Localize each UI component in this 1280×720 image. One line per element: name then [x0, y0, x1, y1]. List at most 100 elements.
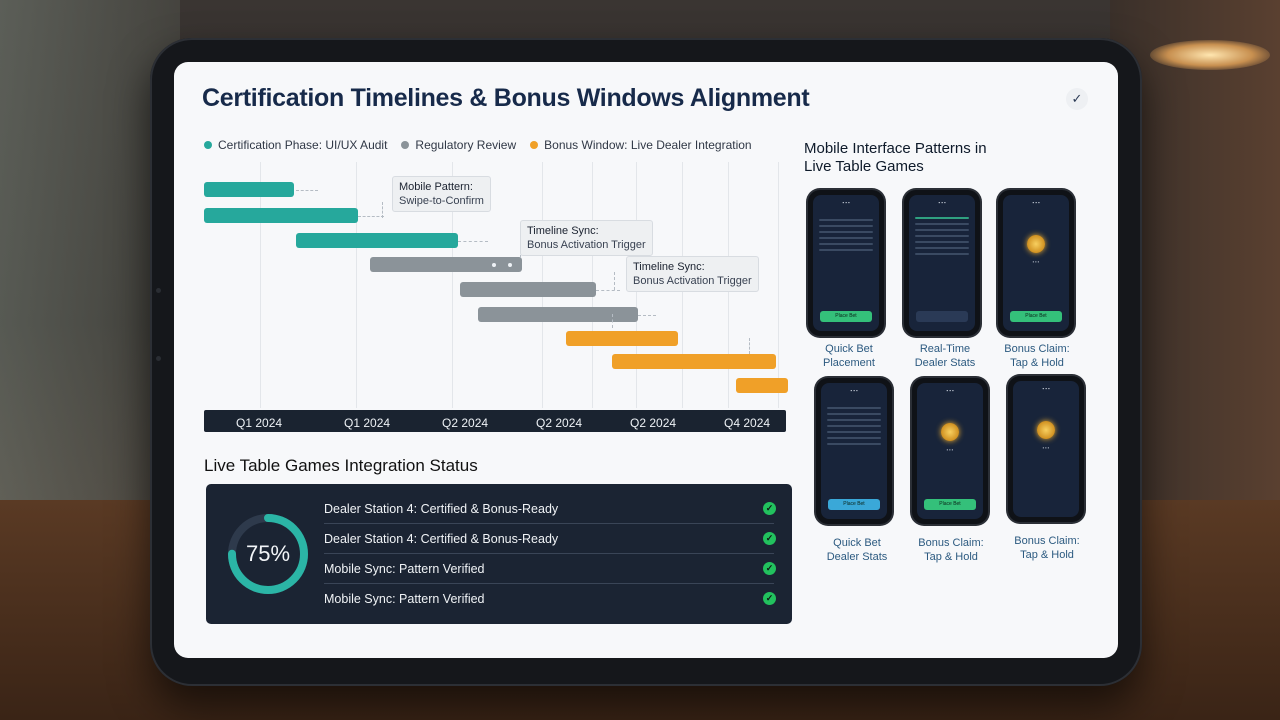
phone-caption: Bonus Claim: Tap & Hold: [992, 342, 1082, 370]
phone-list-line: [915, 253, 969, 255]
phone-place-bet-button[interactable]: Place Bet: [828, 499, 880, 510]
phone-list-line: [915, 223, 969, 225]
phone-caption: Bonus Claim: Tap & Hold: [1002, 534, 1092, 562]
phone-mockup-bonus-claim[interactable]: ▪ ▪ ▪ ▪ ▪ ▪ Place Bet: [998, 190, 1074, 336]
progress-ring-fill: [228, 514, 308, 594]
progress-percent: 75%: [245, 541, 291, 566]
connector-line: [614, 272, 615, 290]
gantt-chart: Mobile Pattern: Swipe-to-Confirm Timelin…: [204, 162, 788, 432]
status-row[interactable]: Mobile Sync: Pattern Verified ✓: [324, 554, 776, 584]
status-row[interactable]: Mobile Sync: Pattern Verified ✓: [324, 584, 776, 614]
phone-caption-line: Bonus Claim:: [1004, 343, 1070, 355]
phone-place-bet-button[interactable]: Place Bet: [820, 311, 872, 322]
phone-mockup-bonus-claim-3[interactable]: ▪ ▪ ▪ ▪ ▪ ▪: [1008, 376, 1084, 522]
phone-caption-line: Placement: [823, 357, 875, 369]
gantt-legend: Certification Phase: UI/UX Audit Regulat…: [204, 138, 752, 152]
connector-line: [458, 241, 488, 242]
status-row-label: Dealer Station 4: Certified & Bonus-Read…: [324, 532, 559, 546]
gantt-bar-regulatory-1[interactable]: [370, 257, 522, 272]
progress-ring: [228, 514, 308, 594]
gantt-bar-bonus-3[interactable]: [736, 378, 788, 393]
callout-subtitle: Bonus Activation Trigger: [633, 275, 752, 287]
status-row-label: Mobile Sync: Pattern Verified: [324, 592, 485, 606]
connector-line: [612, 314, 613, 328]
phone-screen: ▪ ▪ ▪ ▪ ▪ ▪ Place Bet: [917, 383, 983, 519]
legend-item-certification: Certification Phase: UI/UX Audit: [204, 138, 387, 152]
connector-line: [358, 216, 384, 217]
phone-list-line: [827, 413, 881, 415]
gantt-bar-bonus-1[interactable]: [566, 331, 678, 346]
phone-header: ▪ ▪ ▪: [1032, 200, 1040, 205]
phone-list-line: [819, 225, 873, 227]
legend-label: Bonus Window: Live Dealer Integration: [544, 138, 752, 152]
phone-list-line: [915, 217, 969, 219]
phone-mockup-quick-bet[interactable]: ▪ ▪ ▪ Place Bet: [808, 190, 884, 336]
phone-mockup-dealer-stats[interactable]: ▪ ▪ ▪: [904, 190, 980, 336]
status-row[interactable]: Dealer Station 4: Certified & Bonus-Read…: [324, 494, 776, 524]
bar-marker: [508, 263, 512, 267]
phone-list-line: [915, 229, 969, 231]
axis-tick-label: Q2 2024: [536, 416, 583, 430]
phone-coin-caption: ▪ ▪ ▪: [1032, 259, 1040, 264]
phone-tab-bar[interactable]: [916, 311, 968, 322]
phone-header: ▪ ▪ ▪: [946, 388, 954, 393]
grid-line: [778, 162, 779, 408]
bonus-coin-icon: [941, 423, 959, 441]
phone-list-line: [915, 235, 969, 237]
legend-dot-grey: [401, 141, 410, 149]
axis-tick-label: Q2 2024: [442, 416, 489, 430]
grid-line: [452, 162, 453, 408]
phone-place-bet-button[interactable]: Place Bet: [1010, 311, 1062, 322]
dashboard-screen: Certification Timelines & Bonus Windows …: [174, 62, 1118, 658]
gantt-bar-certification-3[interactable]: [296, 233, 458, 248]
phone-caption-line: Bonus Claim:: [1014, 535, 1080, 547]
callout-subtitle: Bonus Activation Trigger: [527, 239, 646, 251]
check-icon[interactable]: ✓: [1066, 88, 1088, 110]
phone-caption: Bonus Claim: Tap & Hold: [906, 536, 996, 564]
callout-title: Timeline Sync:: [527, 225, 599, 237]
status-card: 75% Dealer Station 4: Certified & Bonus-…: [206, 484, 792, 624]
phone-caption-line: Real-Time: [919, 343, 971, 355]
connector-line: [596, 290, 620, 291]
phone-list-line: [827, 419, 881, 421]
phone-caption: Quick Bet Placement: [804, 342, 894, 370]
bonus-coin-icon: [1037, 421, 1055, 439]
axis-tick-label: Q4 2024: [724, 416, 771, 430]
gantt-bar-certification-1[interactable]: [204, 182, 294, 197]
gantt-bar-certification-2[interactable]: [204, 208, 358, 223]
callout-title: Mobile Pattern:: [399, 181, 473, 193]
phone-list-line: [915, 241, 969, 243]
legend-label: Certification Phase: UI/UX Audit: [218, 138, 388, 152]
phone-caption-line: Tap & Hold: [1010, 357, 1064, 369]
tablet-button: [156, 288, 161, 293]
phone-caption-line: Quick Bet: [825, 343, 873, 355]
connector-line: [296, 190, 318, 191]
legend-item-bonus: Bonus Window: Live Dealer Integration: [530, 138, 752, 152]
phone-list-line: [827, 437, 881, 439]
callout-timeline-sync-1: Timeline Sync: Bonus Activation Trigger: [520, 220, 653, 256]
phone-header: ▪ ▪ ▪: [1042, 386, 1050, 391]
legend-dot-teal: [204, 141, 212, 149]
phone-place-bet-button[interactable]: Place Bet: [924, 499, 976, 510]
phone-list-line: [827, 407, 881, 409]
tablet-camera: [156, 356, 161, 361]
gantt-bar-regulatory-2[interactable]: [460, 282, 596, 297]
gantt-time-axis: Q1 2024 Q1 2024 Q2 2024 Q2 2024 Q2 2024 …: [204, 410, 786, 432]
phone-list-line: [819, 249, 873, 251]
status-row-label: Dealer Station 4: Certified & Bonus-Read…: [324, 502, 559, 516]
gantt-bar-regulatory-3[interactable]: [478, 307, 638, 322]
phone-caption-line: Bonus Claim:: [918, 537, 984, 549]
phone-mockup-bonus-claim-2[interactable]: ▪ ▪ ▪ ▪ ▪ ▪ Place Bet: [912, 378, 988, 524]
phone-mockup-quick-bet-2[interactable]: ▪ ▪ ▪ Place Bet: [816, 378, 892, 524]
connector-line: [638, 315, 656, 316]
check-circle-icon: ✓: [763, 502, 776, 515]
phone-caption-line: Dealer Stats: [914, 357, 976, 369]
phone-header: ▪ ▪ ▪: [938, 200, 946, 205]
phone-screen: ▪ ▪ ▪: [909, 195, 975, 331]
phone-caption: Real-Time Dealer Stats: [900, 342, 990, 370]
callout-subtitle: Swipe-to-Confirm: [399, 195, 484, 207]
gantt-bar-bonus-2[interactable]: [612, 354, 776, 369]
status-row[interactable]: Dealer Station 4: Certified & Bonus-Read…: [324, 524, 776, 554]
grid-line: [356, 162, 357, 408]
connector-line: [382, 202, 383, 218]
